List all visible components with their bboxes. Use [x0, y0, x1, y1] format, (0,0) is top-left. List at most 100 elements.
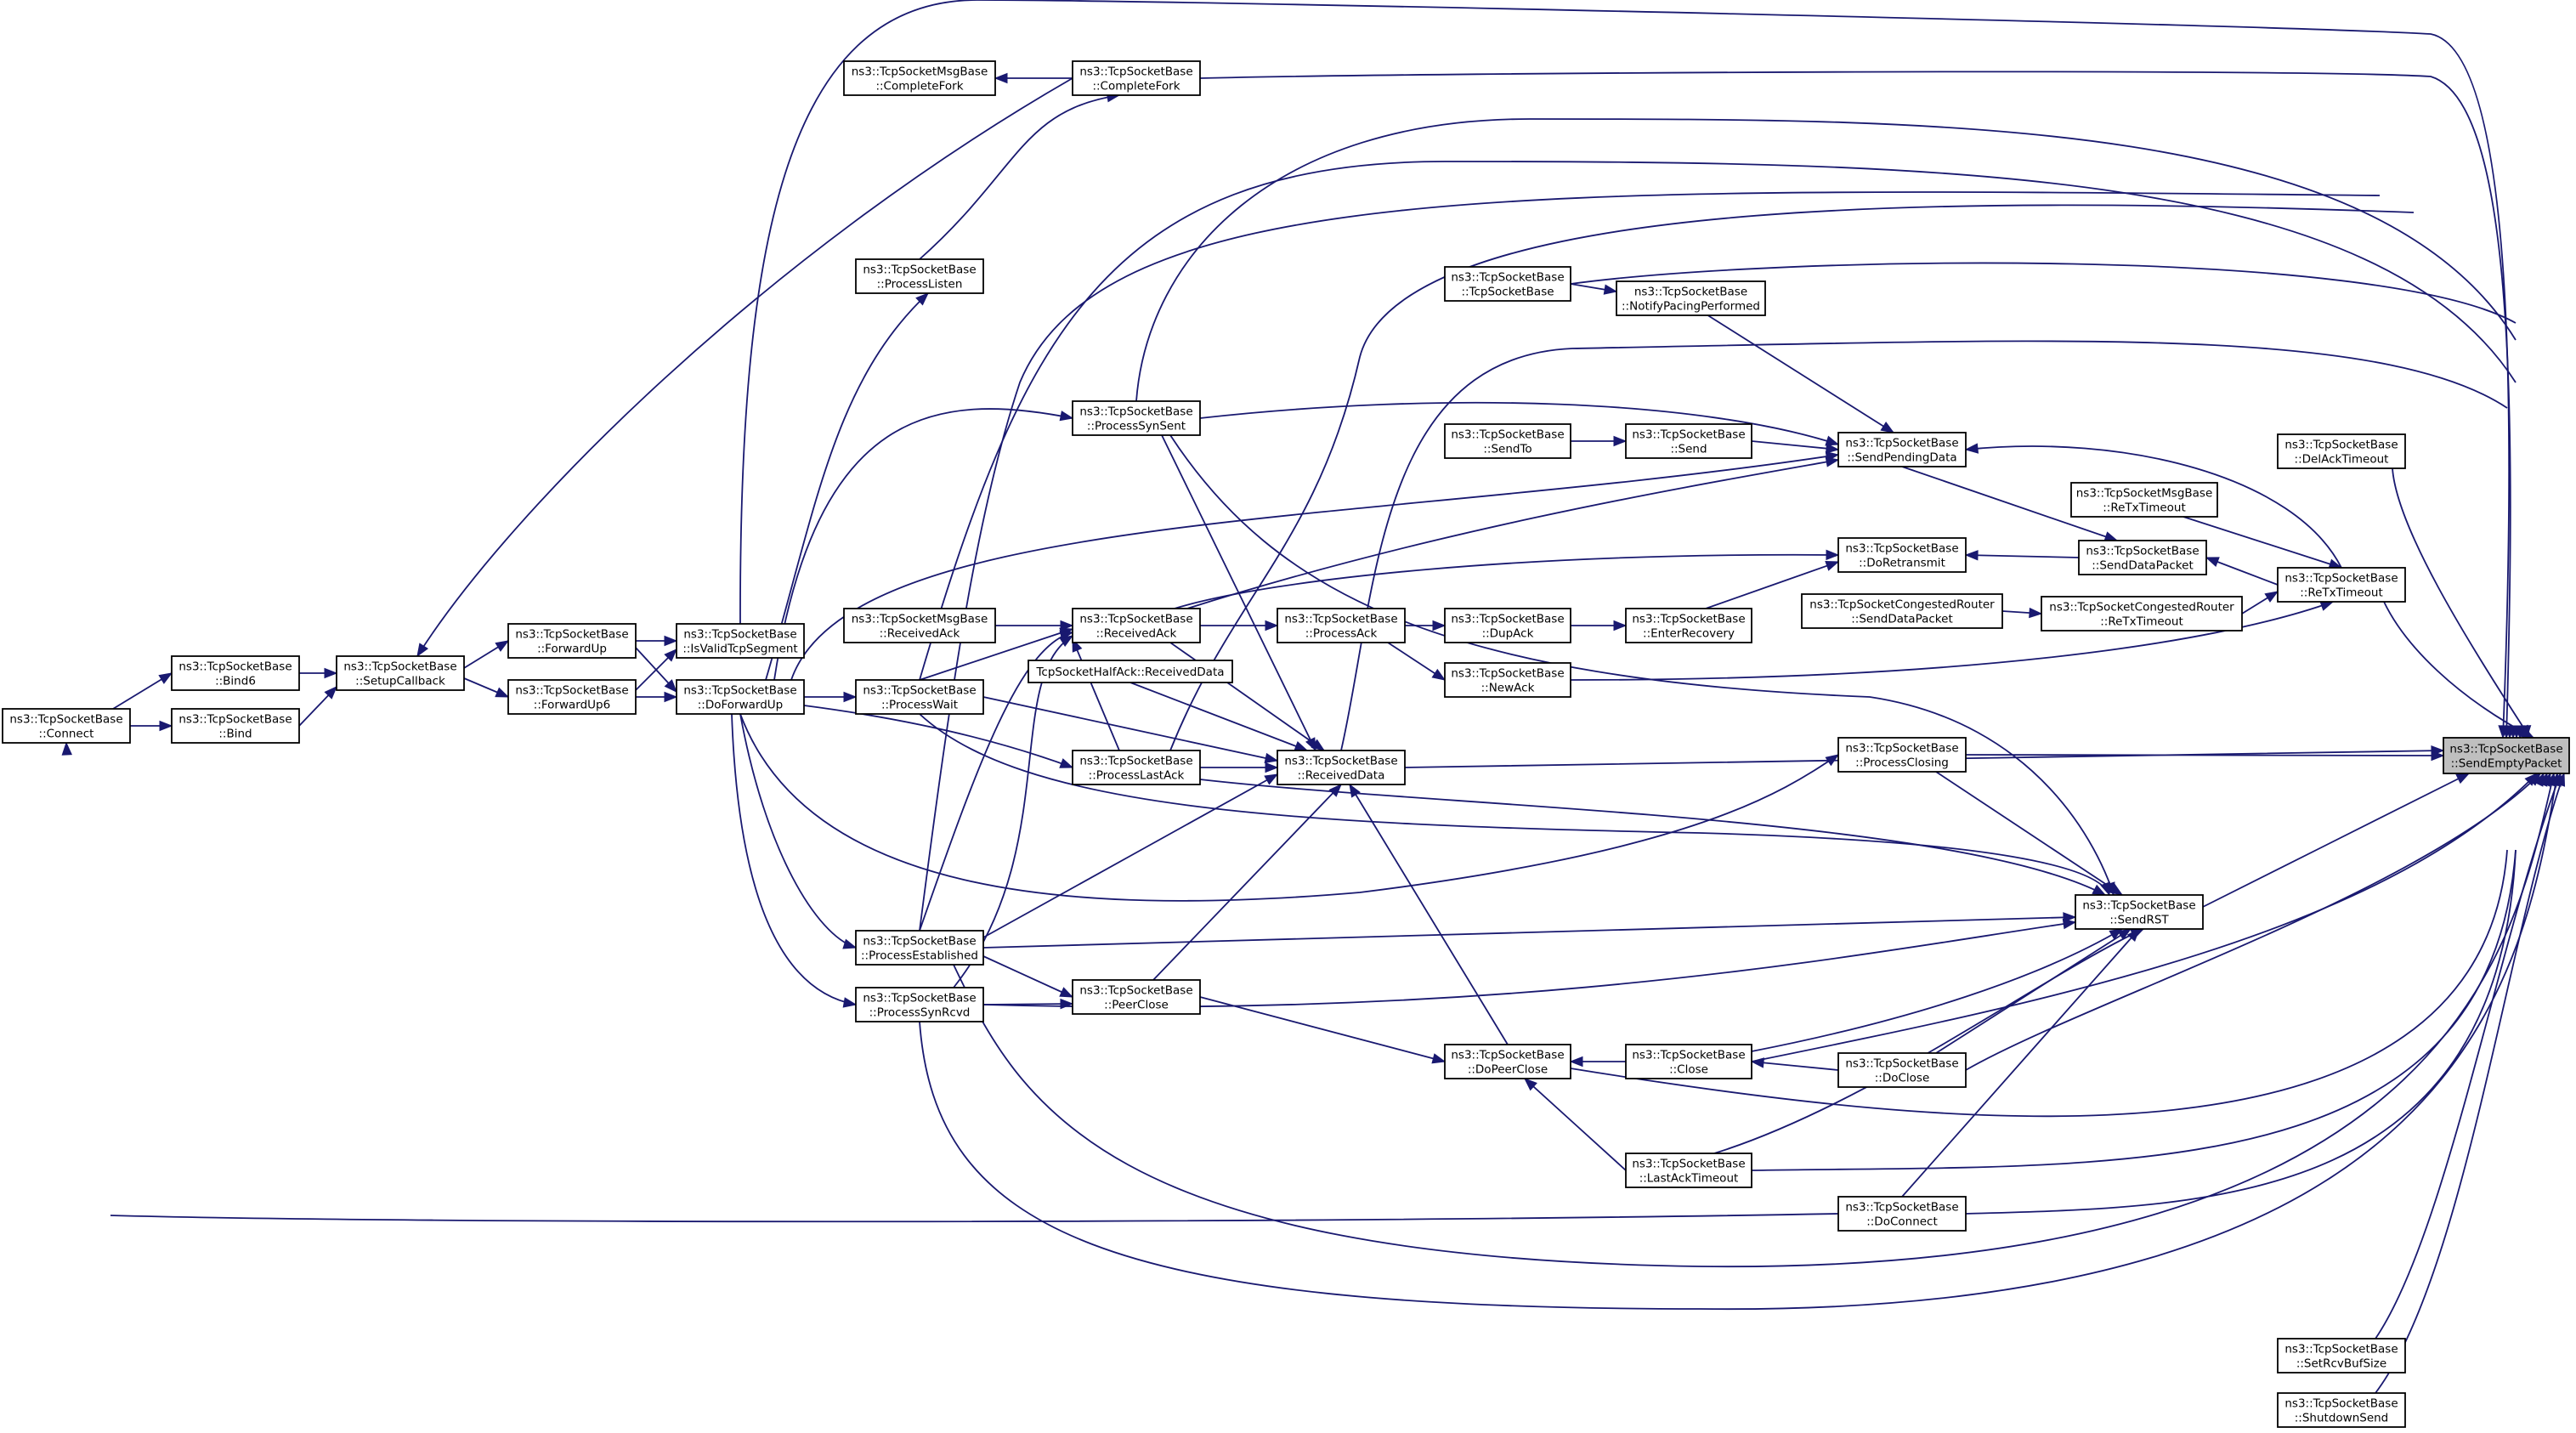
edge-doforwardup-processwait-arrowhead — [843, 691, 858, 703]
edge-processest-receiveddata — [982, 773, 1278, 938]
edge-forwardup6-doforwardup-arrowhead — [664, 691, 678, 703]
node-tcp-socket-base-ctor[interactable]: ns3::TcpSocketBase::TcpSocketBase — [1444, 266, 1571, 302]
node-label: ::TcpSocketBase — [1461, 286, 1554, 299]
edge-isvalid-sendempty — [739, 0, 2511, 739]
node-half-ack-received-data[interactable]: TcpSocketHalfAck::ReceivedData — [1028, 660, 1233, 683]
node-label: ns3::TcpSocketBase — [178, 660, 292, 674]
node-close[interactable]: ns3::TcpSocketBase::Close — [1625, 1044, 1752, 1079]
edge-forwardup-isvalid-arrowhead — [664, 635, 678, 647]
node-label: ::Bind — [218, 728, 252, 741]
node-box — [1072, 608, 1201, 643]
node-do-connect[interactable]: ns3::TcpSocketBase::DoConnect — [1837, 1196, 1967, 1232]
node-notify-pacing[interactable]: ns3::TcpSocketBase::NotifyPacingPerforme… — [1616, 280, 1766, 316]
node-re-tx-timeout[interactable]: ns3::TcpSocketBase::ReTxTimeout — [2277, 567, 2406, 603]
edge-processclosing-sendrst — [1935, 771, 2123, 896]
node-process-ack[interactable]: ns3::TcpSocketBase::ProcessAck — [1277, 608, 1406, 643]
node-do-forward-up[interactable]: ns3::TcpSocketBase::DoForwardUp — [676, 679, 805, 715]
node-process-closing[interactable]: ns3::TcpSocketBase::ProcessClosing — [1837, 737, 1967, 773]
edge-sendto-send-arrowhead — [1613, 435, 1628, 447]
node-label: ::ProcessListen — [877, 278, 963, 292]
edge-processsynrcvd-receivedack-arrowhead — [1059, 635, 1074, 648]
node-cong-re-tx-timeout[interactable]: ns3::TcpSocketCongestedRouter::ReTxTimeo… — [2041, 596, 2243, 632]
node-send-empty-packet[interactable]: ns3::TcpSocketBase::SendEmptyPacket — [2443, 737, 2570, 774]
node-complete-fork[interactable]: ns3::TcpSocketBase::CompleteFork — [1072, 60, 1201, 96]
edge-notifypacing-sendpending-arrowhead — [1880, 421, 1895, 433]
node-msg-re-tx-timeout[interactable]: ns3::TcpSocketMsgBase::ReTxTimeout — [2070, 482, 2218, 518]
node-process-established[interactable]: ns3::TcpSocketBase::ProcessEstablished — [855, 930, 984, 966]
edge-processest-sendempty-bottom — [953, 773, 2555, 1267]
node-box — [171, 708, 300, 744]
node-forward-up6[interactable]: ns3::TcpSocketBase::ForwardUp6 — [507, 679, 637, 715]
edge-setup-forwardup6-arrowhead — [495, 687, 510, 698]
node-new-ack[interactable]: ns3::TcpSocketBase::NewAck — [1444, 662, 1571, 698]
edge-processest-peerclose — [982, 955, 1073, 998]
node-send-to[interactable]: ns3::TcpSocketBase::SendTo — [1444, 423, 1571, 459]
node-do-retransmit[interactable]: ns3::TcpSocketBase::DoRetransmit — [1837, 537, 1967, 573]
node-label: ns3::TcpSocketBase — [2284, 1343, 2398, 1357]
node-label: ns3::TcpSocketBase — [1079, 405, 1192, 419]
node-label: ::ProcessSynRcvd — [869, 1006, 971, 1020]
node-label: ns3::TcpSocketBase — [2284, 1397, 2398, 1411]
node-shutdown-send[interactable]: ns3::TcpSocketBase::ShutdownSend — [2277, 1392, 2406, 1428]
edge-processwait-sendempty — [919, 161, 2517, 681]
node-peer-close[interactable]: ns3::TcpSocketBase::PeerClose — [1072, 979, 1201, 1015]
node-process-syn-sent[interactable]: ns3::TcpSocketBase::ProcessSynSent — [1072, 400, 1201, 436]
node-process-last-ack[interactable]: ns3::TcpSocketBase::ProcessLastAck — [1072, 750, 1201, 785]
node-setup-callback[interactable]: ns3::TcpSocketBase::SetupCallback — [336, 655, 465, 691]
node-box — [2277, 567, 2406, 603]
node-box — [843, 608, 996, 643]
node-box — [1625, 1153, 1752, 1188]
node-send[interactable]: ns3::TcpSocketBase::Send — [1625, 423, 1752, 459]
edge-doforwardup-processsynrcvd — [731, 713, 857, 1005]
node-box — [2, 708, 131, 744]
edge-doconnect-sendempty — [1965, 849, 2517, 1215]
node-label: ns3::TcpSocketCongestedRouter — [2049, 601, 2234, 615]
node-process-listen[interactable]: ns3::TcpSocketBase::ProcessListen — [855, 258, 984, 294]
edge-processsynrcvd-peerclose — [982, 1003, 1073, 1005]
node-box — [2277, 1338, 2406, 1374]
node-box — [1444, 608, 1571, 643]
node-label: ::Close — [1669, 1063, 1708, 1077]
edge-doforwardup-processclosing — [739, 713, 1839, 902]
node-label: ::ReTxTimeout — [2300, 586, 2383, 600]
node-box — [1444, 423, 1571, 459]
node-forward-up[interactable]: ns3::TcpSocketBase::ForwardUp — [507, 623, 637, 659]
edge-peerclose-receiveddata — [1152, 784, 1342, 981]
edge-doconnect-sendrst — [1901, 928, 2140, 1198]
node-set-rcv-buf-size[interactable]: ns3::TcpSocketBase::SetRcvBufSize — [2277, 1338, 2406, 1374]
node-is-valid-tcp-segment[interactable]: ns3::TcpSocketBase::IsValidTcpSegment — [676, 623, 805, 659]
edge-doclose-close — [1751, 1061, 1839, 1071]
node-last-ack-timeout[interactable]: ns3::TcpSocketBase::LastAckTimeout — [1625, 1153, 1752, 1188]
node-bind[interactable]: ns3::TcpSocketBase::Bind — [171, 708, 300, 744]
node-cong-send-data-packet[interactable]: ns3::TcpSocketCongestedRouter::SendDataP… — [1801, 593, 2003, 629]
node-dup-ack[interactable]: ns3::TcpSocketBase::DupAck — [1444, 608, 1571, 643]
node-send-pending-data[interactable]: ns3::TcpSocketBase::SendPendingData — [1837, 432, 1967, 467]
node-send-rst[interactable]: ns3::TcpSocketBase::SendRST — [2075, 894, 2204, 930]
edge-retx-sendpending-arrowhead — [1964, 443, 1979, 454]
node-box — [1072, 400, 1201, 436]
node-do-close[interactable]: ns3::TcpSocketBase::DoClose — [1837, 1052, 1967, 1088]
node-process-wait[interactable]: ns3::TcpSocketBase::ProcessWait — [855, 679, 984, 715]
edge-processack-newack-arrowhead — [1431, 668, 1447, 681]
node-box — [171, 655, 300, 691]
node-label: ::ShutdownSend — [2295, 1412, 2389, 1425]
edge-lastack-sendrst — [1713, 928, 2144, 1154]
node-box — [1444, 662, 1571, 698]
node-msg-received-ack[interactable]: ns3::TcpSocketMsgBase::ReceivedAck — [843, 608, 996, 643]
node-do-peer-close[interactable]: ns3::TcpSocketBase::DoPeerClose — [1444, 1044, 1571, 1079]
edge-forwardup6-isvalid-arrowhead — [664, 649, 677, 662]
node-label: ::CompleteFork — [1092, 80, 1180, 93]
node-send-data-packet[interactable]: ns3::TcpSocketBase::SendDataPacket — [2078, 540, 2207, 575]
node-received-data[interactable]: ns3::TcpSocketBase::ReceivedData — [1277, 750, 1406, 785]
node-del-ack-timeout[interactable]: ns3::TcpSocketBase::DelAckTimeout — [2277, 433, 2406, 469]
edge-retx-sendpending — [1965, 445, 2342, 569]
node-bind6[interactable]: ns3::TcpSocketBase::Bind6 — [171, 655, 300, 691]
edge-doforwardup-processsynsent-arrowhead — [1059, 411, 1074, 422]
node-enter-recovery[interactable]: ns3::TcpSocketBase::EnterRecovery — [1625, 608, 1752, 643]
node-connect[interactable]: ns3::TcpSocketBase::Connect — [2, 708, 131, 744]
edge-close-sendempty — [1751, 773, 2538, 1062]
node-received-ack[interactable]: ns3::TcpSocketBase::ReceivedAck — [1072, 608, 1201, 643]
node-msg-complete-fork[interactable]: ns3::TcpSocketMsgBase::CompleteFork — [843, 60, 996, 96]
node-process-syn-rcvd[interactable]: ns3::TcpSocketBase::ProcessSynRcvd — [855, 987, 984, 1022]
edge-processest-receiveddata-arrowhead — [1264, 773, 1279, 785]
